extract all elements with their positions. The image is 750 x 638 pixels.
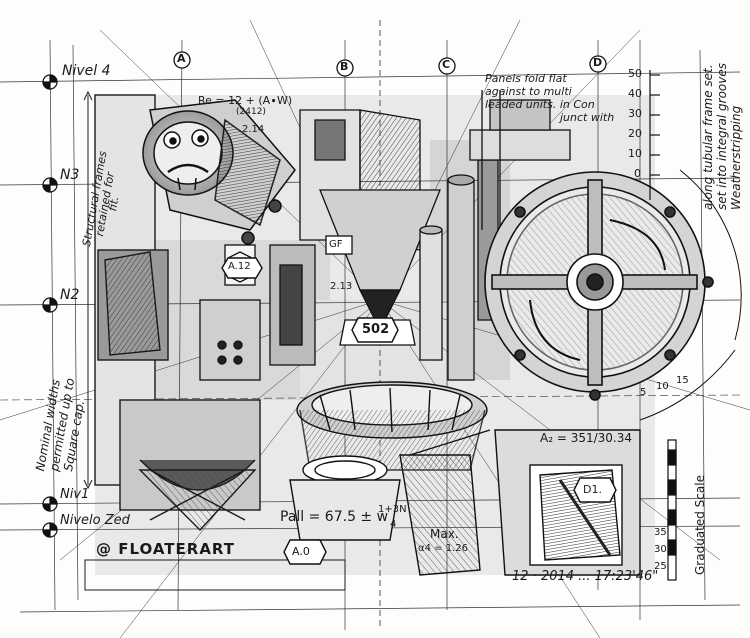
tag-a0: A.0 (292, 545, 310, 558)
grid-marker-c (438, 57, 456, 75)
hex-tag-502 (351, 317, 399, 343)
level-label-n3: N3 (60, 167, 80, 183)
pipes-cluster (419, 90, 571, 381)
level-markers (42, 74, 58, 538)
lower-right-boxes (399, 429, 641, 576)
note-panels-2: against to multi (485, 85, 572, 98)
grid-marker-c-label: C (442, 58, 451, 71)
grid-marker-b-label: B (340, 60, 349, 73)
tag-gf: GF (329, 239, 343, 250)
level-marker-2 (42, 297, 58, 313)
note-panels-4: junct with (560, 111, 615, 124)
scale-tick-bottom-30: 30 (654, 544, 667, 555)
level-label-n2: N2 (60, 287, 80, 303)
level-label-nivel4: Nivel 4 (62, 63, 111, 79)
level-marker-1 (42, 496, 58, 512)
ring-platform (289, 381, 488, 541)
scale-tick-0: 0 (634, 167, 641, 180)
grid-marker-b (336, 59, 354, 77)
scale-label: Graduated Scale (693, 475, 707, 575)
tag-502: 502 (362, 322, 390, 337)
level-marker-3 (42, 177, 58, 193)
scale-tick-40: 40 (628, 87, 642, 100)
formula-max: Max. (430, 527, 459, 541)
formula-re-sub: (2412) (236, 107, 266, 117)
note-weather-3: along tubular frame set. (701, 64, 715, 210)
tag-214: 2.14 (242, 124, 265, 135)
tag-d1: D1. (583, 483, 602, 496)
arc-tick-15: 15 (676, 375, 689, 386)
scale-tick-10: 10 (628, 147, 642, 160)
grid-marker-d-label: D (593, 56, 603, 69)
arc-tick-5: 5 (640, 387, 647, 398)
grid-marker-a-label: A (177, 52, 186, 65)
signature: @ FLOATERART (96, 540, 236, 558)
hex-tag-a12 (221, 257, 263, 279)
tag-a12: A.12 (228, 261, 251, 272)
level-marker-zero (42, 522, 58, 538)
datestamp: 12 · 2014 ... 17:23'46" (512, 569, 659, 584)
graduated-scale (649, 70, 677, 581)
formula-frac: 1+3N (378, 504, 407, 515)
grid-marker-a (173, 51, 191, 69)
formula-area: A₂ = 351/30.34 (540, 431, 633, 445)
hex-tag-a0 (283, 539, 327, 565)
face-machine (142, 99, 296, 245)
level-label-niv1: Niv1 (60, 487, 90, 502)
hex-tag-d1 (573, 477, 617, 503)
note-panels-1: Panels fold flat (485, 72, 567, 85)
formula-frac-den: 4 (390, 519, 397, 530)
grid-marker-circles (173, 51, 607, 77)
level-label-zero: Nivelo Zed (60, 513, 130, 528)
note-weather-1: Weatherstripping (729, 105, 743, 210)
formula-max-val: α4 = 1.26 (418, 543, 468, 554)
large-wheel (484, 169, 742, 421)
central-corridor (199, 109, 441, 381)
level-marker-4 (42, 74, 58, 90)
formula-re: Re = 12 + (A∙W) (198, 94, 293, 107)
note-left-top-3: fit. (106, 195, 122, 213)
formula-pall: Pall = 67.5 ± w (280, 509, 389, 525)
scale-tick-bottom-25: 25 (654, 561, 667, 572)
grid-marker-d (589, 55, 607, 73)
scale-tick-20: 20 (628, 127, 642, 140)
scale-tick-30: 30 (628, 107, 642, 120)
tag-shapes (221, 257, 617, 565)
arc-tick-10: 10 (656, 381, 669, 392)
note-weather-2: set into integral grooves (715, 62, 729, 210)
tag-213: 2.13 (330, 281, 353, 292)
note-panels-3: leaded units. in Con (485, 98, 595, 111)
scale-tick-50: 50 (628, 67, 642, 80)
scale-tick-bottom-35: 35 (654, 527, 667, 538)
